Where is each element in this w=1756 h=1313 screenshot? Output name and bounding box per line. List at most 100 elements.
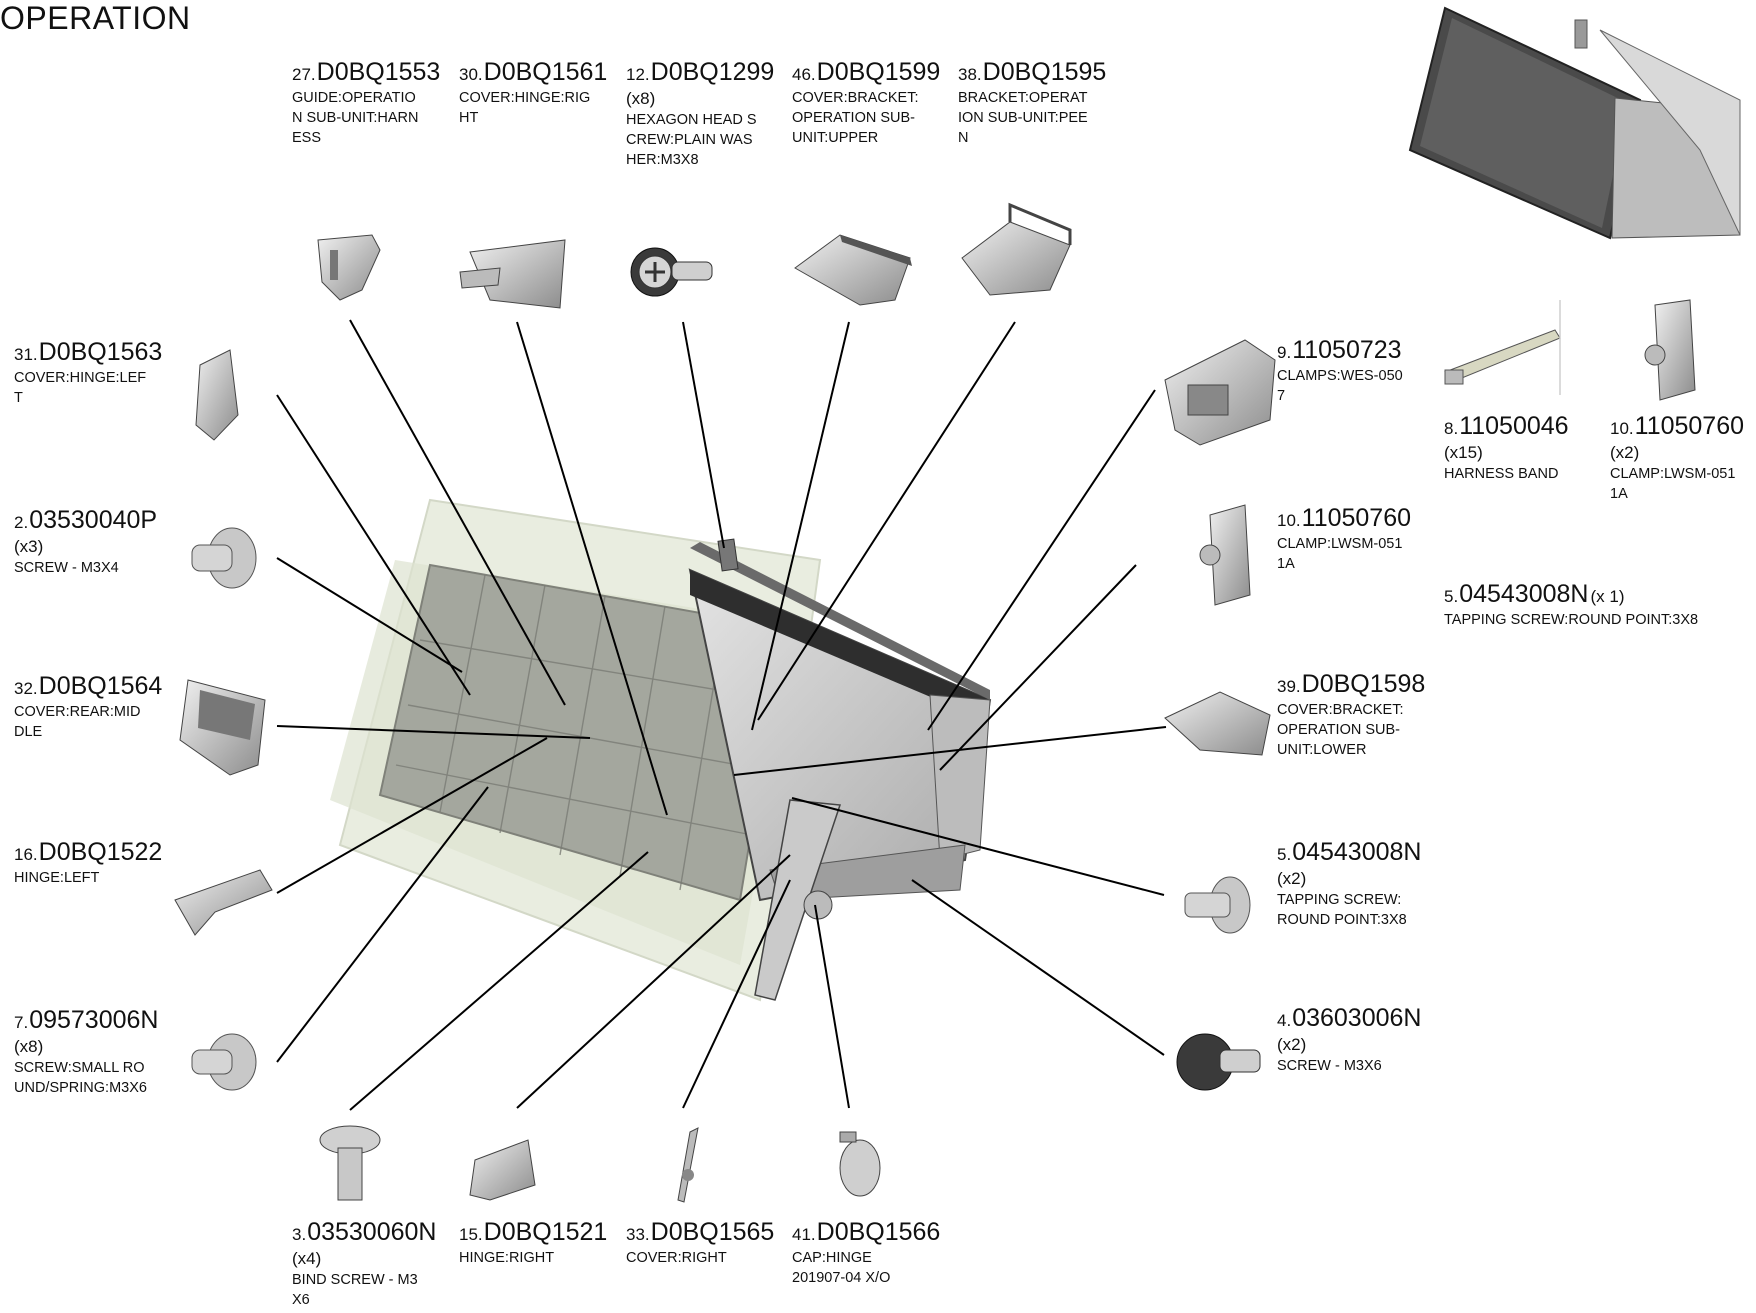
part-code: 03530040P [29, 506, 158, 534]
part-number: 31. [14, 345, 38, 364]
part-desc-line: COVER:RIGHT [626, 1250, 727, 1266]
part-desc-line: 1A [1277, 556, 1295, 572]
part-desc-line: CLAMPS:WES-050 [1277, 368, 1403, 384]
part-desc-line: ROUND POINT:3X8 [1277, 912, 1407, 928]
part-quantity: (x 1) [1590, 587, 1625, 606]
part-number: 8. [1444, 419, 1459, 438]
part-callout-38: 38.D0BQ1595 BRACKET:OPERAT ION SUB-UNIT:… [958, 58, 1106, 147]
part-code: 11050760 [1301, 504, 1412, 532]
leader-lines [276, 319, 1167, 1111]
overview-unit-illustration [1408, 6, 1741, 240]
clamp-icon [1199, 504, 1251, 606]
part-callout-46: 46.D0BQ1599 COVER:BRACKET: OPERATION SUB… [792, 58, 940, 147]
hex-screw-icon [1176, 1033, 1261, 1091]
part-callout-5-a: 5.04543008N (x2) TAPPING SCREW: ROUND PO… [1277, 838, 1421, 929]
cap-icon [839, 1131, 881, 1197]
clamp-icon [1644, 299, 1696, 401]
part-number: 7. [14, 1013, 29, 1032]
part-number: 15. [459, 1225, 483, 1244]
part-callout-10-a: 10.11050760 CLAMP:LWSM-051 1A [1277, 504, 1411, 573]
part-code: D0BQ1595 [982, 58, 1107, 86]
hex-screw-icon [630, 247, 713, 297]
part-number: 39. [1277, 677, 1301, 696]
part-number: 46. [792, 65, 816, 84]
part-desc-line: COVER:BRACKET: [792, 90, 919, 106]
part-desc-line: BRACKET:OPERAT [958, 90, 1088, 106]
part-number: 2. [14, 513, 29, 532]
part-callout-3: 3.03530060N (x4) BIND SCREW - M3 X6 [292, 1218, 436, 1309]
part-code: D0BQ1522 [38, 838, 163, 866]
part-quantity: (x2) [1277, 869, 1307, 888]
part-desc-line: 7 [1277, 388, 1286, 404]
part-callout-4: 4.03603006N (x2) SCREW - M3X6 [1277, 1004, 1421, 1075]
part-number: 5. [1277, 845, 1292, 864]
part-number: 5. [1444, 587, 1459, 606]
part-callout-30: 30.D0BQ1561 COVER:HINGE:RIG HT [459, 58, 607, 127]
part-number: 3. [292, 1225, 307, 1244]
hinge-icon [174, 869, 273, 936]
part-number: 10. [1277, 511, 1301, 530]
part-code: D0BQ1561 [483, 58, 608, 86]
cover-right-icon [677, 1127, 699, 1203]
part-callout-31: 31.D0BQ1563 COVER:HINGE:LEF T [14, 338, 162, 407]
part-desc-line: TAPPING SCREW: [1277, 892, 1402, 908]
part-quantity: (x2) [1610, 443, 1640, 462]
part-desc-line: ESS [292, 130, 322, 146]
part-callout-9: 9.11050723 CLAMPS:WES-050 7 [1277, 336, 1403, 405]
part-number: 33. [626, 1225, 650, 1244]
part-code: 03530060N [307, 1218, 437, 1246]
part-callout-15: 15.D0BQ1521 HINGE:RIGHT [459, 1218, 607, 1267]
part-desc-line: OPERATION SUB- [1277, 722, 1400, 738]
part-desc-line: CREW:PLAIN WAS [626, 132, 753, 148]
tapping-screw-icon [1184, 876, 1251, 934]
part-quantity: (x8) [14, 1037, 44, 1056]
part-quantity: (x2) [1277, 1035, 1307, 1054]
screw-icon [191, 527, 257, 589]
part-callout-12: 12.D0BQ1299 (x8) HEXAGON HEAD S CREW:PLA… [626, 58, 774, 169]
bind-screw-icon [319, 1125, 381, 1201]
part-number: 38. [958, 65, 982, 84]
part-desc-line: BIND SCREW - M3 [292, 1272, 418, 1288]
bracket-icon [961, 202, 1072, 296]
part-code: 04543008N [1292, 838, 1422, 866]
part-code: D0BQ1566 [816, 1218, 941, 1246]
part-desc-line: X6 [292, 1292, 310, 1308]
part-desc-line: OPERATION SUB- [792, 110, 915, 126]
page-title: OPERATION [0, 0, 191, 36]
part-desc-line: ION SUB-UNIT:PEE [958, 110, 1088, 126]
part-code: 11050046 [1459, 412, 1569, 440]
hinge-cover-icon [459, 239, 566, 309]
part-desc-line: DLE [14, 724, 43, 740]
part-desc-line: CLAMP:LWSM-051 [1277, 536, 1403, 552]
bracket-cover-icon [794, 234, 912, 306]
hinge-cover-left-icon [195, 349, 239, 441]
harness-band-icon [1444, 329, 1561, 385]
part-callout-5-b: 5.04543008N(x 1) TAPPING SCREW:ROUND POI… [1444, 580, 1698, 629]
clamp-icon [1164, 339, 1276, 446]
part-desc-line: CAP:HINGE [792, 1250, 872, 1266]
part-callout-39: 39.D0BQ1598 COVER:BRACKET: OPERATION SUB… [1277, 670, 1425, 759]
part-desc-line: N [958, 130, 969, 146]
part-code: D0BQ1565 [650, 1218, 775, 1246]
part-callout-7: 7.09573006N (x8) SCREW:SMALL RO UND/SPRI… [14, 1006, 158, 1097]
part-code: 11050760 [1634, 412, 1745, 440]
part-quantity: (x8) [626, 89, 656, 108]
part-number: 41. [792, 1225, 816, 1244]
part-number: 10. [1610, 419, 1634, 438]
part-code: D0BQ1599 [816, 58, 941, 86]
part-quantity: (x3) [14, 537, 44, 556]
part-number: 30. [459, 65, 483, 84]
part-callout-16: 16.D0BQ1522 HINGE:LEFT [14, 838, 162, 887]
part-callout-2: 2.03530040P (x3) SCREW - M3X4 [14, 506, 157, 577]
part-desc-line: HINGE:LEFT [14, 870, 100, 886]
part-desc-line: SCREW - M3X6 [1277, 1058, 1382, 1074]
part-code: D0BQ1299 [650, 58, 775, 86]
part-desc-line: HINGE:RIGHT [459, 1250, 555, 1266]
main-assembly-illustration [330, 498, 992, 1002]
bracket-cover-icon [1164, 691, 1271, 756]
part-quantity: (x4) [292, 1249, 322, 1268]
part-code: 03603006N [1292, 1004, 1422, 1032]
part-desc-line: COVER:HINGE:LEF [14, 370, 147, 386]
part-desc-line: SCREW:SMALL RO [14, 1060, 145, 1076]
